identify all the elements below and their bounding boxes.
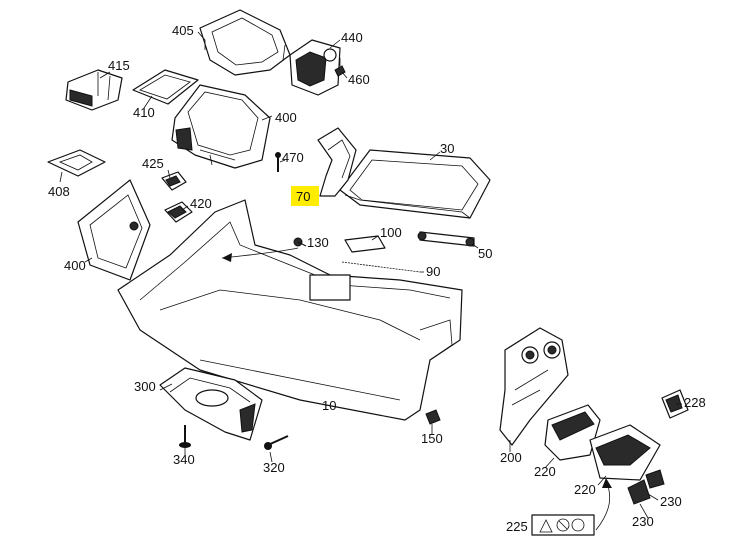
label-90[interactable]: 90 [426,264,440,279]
part-90-cable[interactable] [341,261,421,273]
part-150-clip[interactable] [425,409,441,425]
part-200-vent-panel[interactable] [499,327,569,446]
label-300[interactable]: 300 [134,379,156,394]
part-70-highlight [291,186,319,206]
label-460[interactable]: 460 [348,72,370,87]
label-405[interactable]: 405 [172,23,194,38]
part-400-storage-box[interactable] [171,84,271,169]
part-220-tray-lower[interactable] [589,424,661,481]
label-50[interactable]: 50 [478,246,492,261]
label-70[interactable]: 70 [296,189,310,204]
part-470-bolt[interactable] [275,152,281,172]
part-30-armrest-lid[interactable] [339,149,491,219]
label-225[interactable]: 225 [506,519,528,534]
label-100[interactable]: 100 [380,225,402,240]
label-150[interactable]: 150 [421,431,443,446]
label-400-lower[interactable]: 400 [64,258,86,273]
part-230-button-a[interactable] [627,479,651,505]
label-230-upper[interactable]: 230 [660,494,682,509]
label-30[interactable]: 30 [440,141,454,156]
label-410[interactable]: 410 [133,105,155,120]
label-420[interactable]: 420 [190,196,212,211]
part-420-switch[interactable] [164,201,193,223]
part-130-clip[interactable] [293,237,307,247]
part-320-screw[interactable] [264,435,289,450]
part-300-tray[interactable] [159,367,263,441]
label-408[interactable]: 408 [48,184,70,199]
part-340-bolt[interactable] [179,425,191,448]
part-220-tray-upper[interactable] [544,404,601,461]
label-320[interactable]: 320 [263,460,285,475]
label-10[interactable]: 10 [322,398,336,413]
label-130[interactable]: 130 [307,235,329,250]
part-425-switch[interactable] [161,171,187,191]
label-220-upper[interactable]: 220 [534,464,556,479]
part-100-pad[interactable] [344,235,386,253]
part-labels: 405 440 460 415 410 400 470 425 30 408 7… [48,23,706,534]
label-220-lower[interactable]: 220 [574,482,596,497]
label-340[interactable]: 340 [173,452,195,467]
part-410-mat[interactable] [132,69,199,105]
part-228-switch[interactable] [661,389,689,419]
part-225-warning-label[interactable] [531,514,595,536]
label-415[interactable]: 415 [108,58,130,73]
part-460-clip[interactable] [334,58,346,77]
label-228[interactable]: 228 [684,395,706,410]
part-70-trim[interactable] [317,127,357,197]
part-415-module[interactable] [65,69,123,111]
leader-lines [59,31,682,519]
part-50-rod[interactable] [417,231,475,247]
part-230-button-b[interactable] [645,469,665,489]
label-400-upper[interactable]: 400 [275,110,297,125]
part-408-pad[interactable] [47,149,106,177]
part-405-frame[interactable] [199,9,291,76]
label-200[interactable]: 200 [500,450,522,465]
part-400-side-panel[interactable] [77,179,151,281]
label-440[interactable]: 440 [341,30,363,45]
label-425[interactable]: 425 [142,156,164,171]
part-440-cupholder[interactable] [289,39,341,96]
label-470[interactable]: 470 [282,150,304,165]
part-10-console-body[interactable] [117,199,463,421]
label-230-lower[interactable]: 230 [632,514,654,529]
